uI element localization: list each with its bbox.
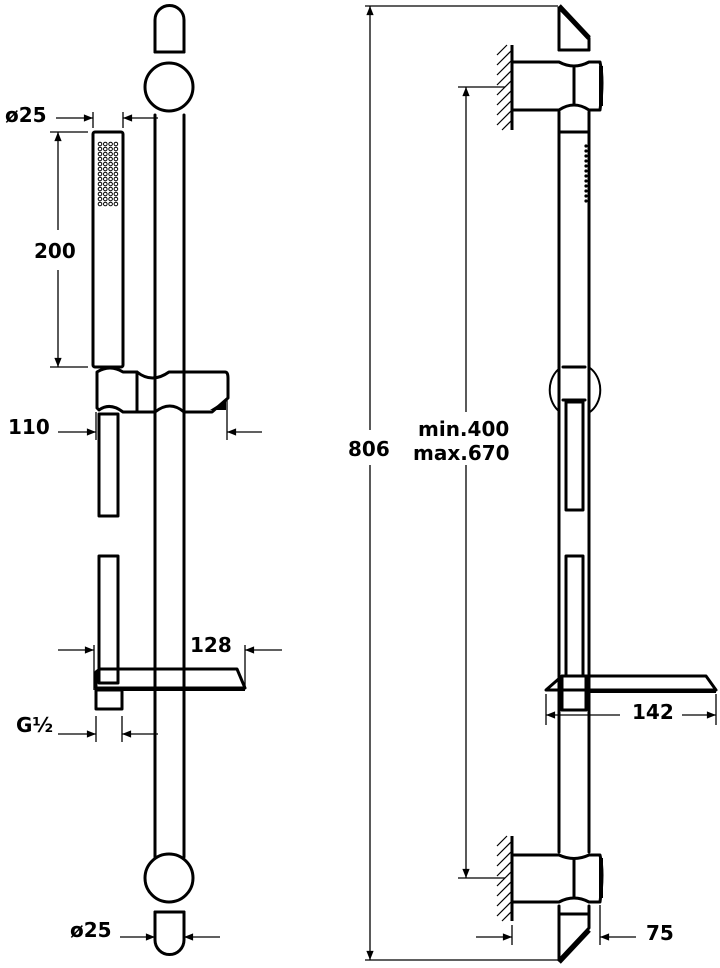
side-soap-dish <box>544 674 718 712</box>
dim-wall-projection: 75 <box>476 905 674 945</box>
side-bracket-top <box>510 60 604 112</box>
label-rail-diameter: ø25 <box>70 918 112 942</box>
spray-nozzles-icon <box>97 141 119 207</box>
dim-connection-thread: G½ <box>16 713 158 742</box>
hose-lower <box>97 554 120 685</box>
side-bracket-bottom <box>510 853 604 904</box>
dim-rail-diameter: ø25 <box>70 918 220 942</box>
label-holder-projection: 110 <box>8 415 50 439</box>
label-soap-dish-depth: 142 <box>632 700 674 724</box>
slide-rail <box>153 4 186 956</box>
hose-upper <box>97 412 120 518</box>
label-total-height: 806 <box>348 437 390 461</box>
label-soap-dish-width: 128 <box>190 633 232 657</box>
dim-holder-projection: 110 <box>8 398 262 440</box>
front-view: ø25 200 110 128 <box>5 4 282 956</box>
dim-total-height: 806 <box>348 5 558 961</box>
label-hand-shower-diameter: ø25 <box>5 103 47 127</box>
top-wall-bracket <box>143 61 195 113</box>
dim-soap-dish-depth: 142 <box>545 694 717 725</box>
label-bracket-distance-min: min.400 <box>418 417 509 441</box>
side-holder <box>548 365 602 512</box>
dim-hand-shower-diameter: ø25 <box>5 103 158 128</box>
side-view: 806 min.400 max.670 142 75 <box>348 4 718 964</box>
label-wall-projection: 75 <box>646 921 674 945</box>
bottom-wall-bracket <box>143 852 195 904</box>
shower-holder <box>95 366 230 414</box>
soap-dish <box>94 667 247 711</box>
side-hose-lower <box>564 554 585 678</box>
hand-shower <box>91 130 125 369</box>
dim-hand-shower-length: 200 <box>34 131 88 368</box>
label-connection-thread: G½ <box>16 713 53 737</box>
label-bracket-distance-max: max.670 <box>413 441 510 465</box>
label-hand-shower-length: 200 <box>34 239 76 263</box>
dim-bracket-distance: min.400 max.670 <box>413 86 510 879</box>
dim-soap-dish-width: 128 <box>58 633 282 690</box>
side-spray-dots-icon <box>584 144 588 203</box>
side-rail <box>557 4 591 964</box>
